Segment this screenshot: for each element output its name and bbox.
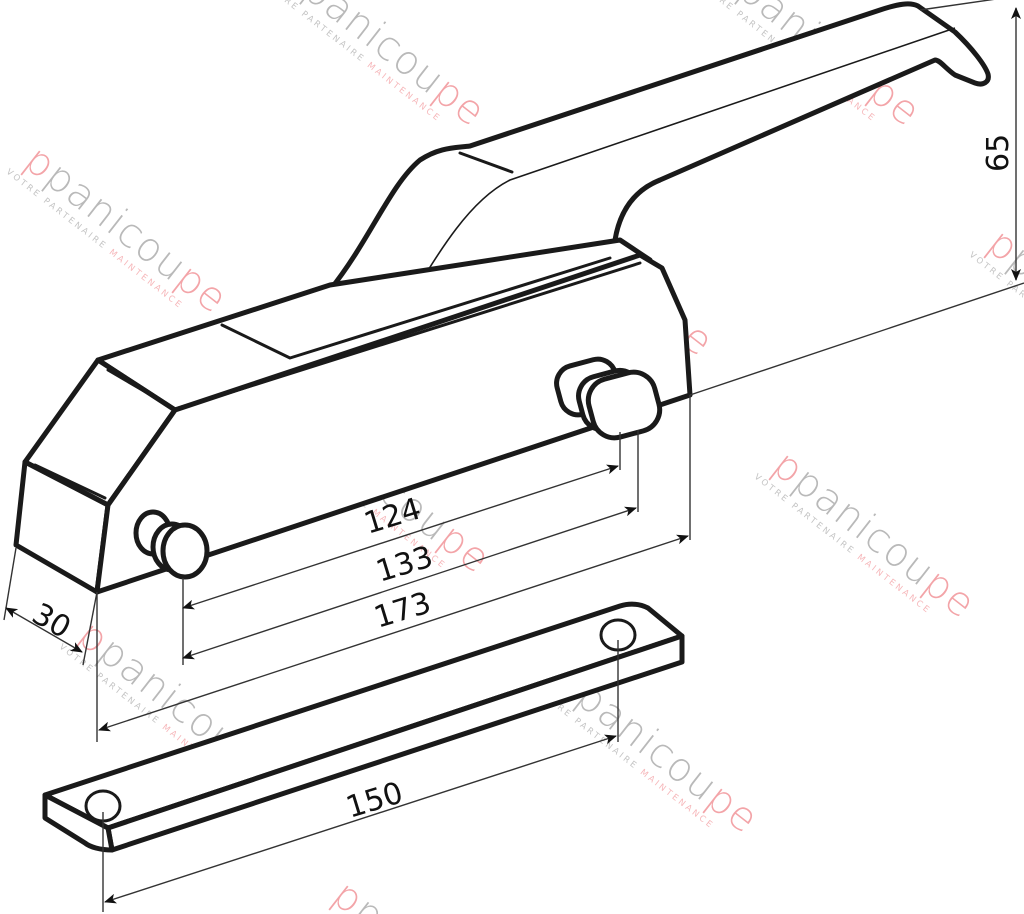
base-top-pocket [220, 256, 612, 360]
svg-text:VOTRE PARTENAIRE MAINTENANCE: VOTRE PARTENAIRE MAINTENANCE [262, 0, 443, 125]
ext-line-65-bottom [689, 282, 1024, 396]
svg-text:VOTRE PARTENAIRE MAINTENANCE: VOTRE PARTENAIRE MAINTENANCE [4, 167, 185, 311]
watermark-stamp: ppanicoupe [324, 872, 544, 914]
dim-line-30 [5, 607, 83, 653]
watermark-stamp: ppanicoupe VOTRE PARTENAIRE MAINTENANCE [752, 442, 984, 628]
base-top-inner-line [173, 261, 642, 412]
dim-label-150: 150 [342, 775, 407, 825]
svg-text:ppanicoupe: ppanicoupe [274, 0, 494, 136]
svg-text:ppanicoupe: ppanicoupe [979, 220, 1024, 406]
watermark-stamp: ppanicoupe VOTRE PARTENAIRE MAINTENANCE [4, 137, 236, 323]
dim-line-173 [98, 534, 689, 732]
dim-label-65: 65 [981, 134, 1016, 172]
handle-lever [327, 1, 991, 313]
svg-text:VOTRE PARTENAIRE MAINTENANCE: VOTRE PARTENAIRE MAINTENANCE [535, 687, 716, 831]
ext-line-65-top [919, 0, 995, 11]
chamfer-line-upper [106, 368, 170, 407]
dim-line-150 [104, 734, 617, 904]
dim-label-133: 133 [372, 539, 437, 589]
ext-line-30-right [82, 591, 98, 666]
pin-left-head [160, 522, 210, 580]
watermark-stamp: ppanicoupe VOTRE PARTENAIRE MAINTENANCE [262, 0, 494, 136]
svg-text:ppanicoupe: ppanicoupe [324, 872, 544, 914]
svg-text:ppanicoupe: ppanicoupe [764, 442, 984, 628]
ext-line-30-left [3, 547, 17, 621]
dim-label-30: 30 [26, 597, 77, 646]
pin-right [554, 356, 663, 441]
handle-bend-line-upper [458, 151, 514, 174]
pin-right-head [585, 369, 663, 441]
svg-text:ppanicoupe: ppanicoupe [16, 137, 236, 323]
svg-text:VOTRE PARTENAIRE MAINTENANCE: VOTRE PARTENAIRE MAINTENANCE [752, 472, 933, 616]
chamfer-line-lower [33, 463, 107, 500]
